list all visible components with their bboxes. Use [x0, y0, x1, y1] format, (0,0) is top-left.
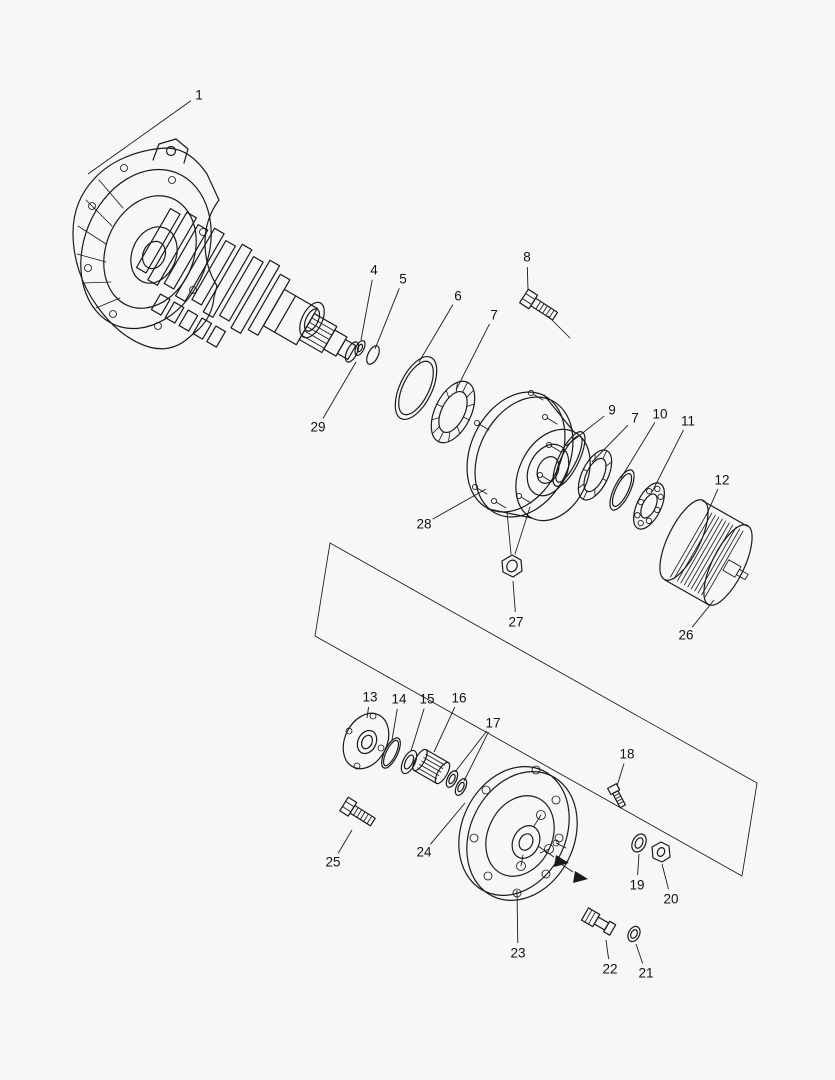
- hub-cover-23-24: [458, 765, 578, 901]
- callout-23: 23: [510, 946, 525, 961]
- spacer-ring-9: [552, 431, 586, 487]
- leader-line-24: [430, 802, 466, 845]
- callout-29: 29: [310, 420, 325, 435]
- wheel-hub-28: [466, 389, 591, 555]
- callout-17: 17: [485, 716, 500, 731]
- leader-line-16: [433, 706, 456, 753]
- leader-line-19: [637, 853, 640, 876]
- leader-line-14: [391, 708, 398, 741]
- leader-line-5: [374, 288, 400, 350]
- leader-line-28: [432, 488, 487, 520]
- callout-16: 16: [451, 691, 466, 706]
- callout-4: 4: [370, 263, 378, 278]
- leader-line-9: [565, 415, 605, 447]
- adapter-plate-13: [342, 712, 390, 770]
- callout-13: 13: [362, 690, 377, 705]
- callout-14: 14: [391, 692, 407, 707]
- callout-5: 5: [399, 272, 407, 287]
- leader-line-22: [605, 939, 610, 960]
- cover-bolt-holes: [469, 765, 564, 898]
- leader-line-21: [635, 943, 644, 964]
- o-ring-14: [381, 737, 401, 769]
- output-shaft: [262, 288, 357, 361]
- callout-24: 24: [416, 845, 432, 860]
- callout-1: 1: [195, 88, 203, 103]
- leader-line-1: [87, 100, 192, 175]
- splined-coupling-16: [412, 748, 451, 785]
- nut-20: [651, 841, 671, 863]
- leader-line-23: [516, 889, 519, 944]
- bushing-15: [400, 749, 418, 775]
- gear-rib-stack: [135, 207, 357, 361]
- leader-line-27: [512, 580, 516, 613]
- callout-7: 7: [490, 308, 498, 323]
- lock-nut-27: [501, 554, 523, 578]
- leader-line-8: [526, 266, 529, 291]
- callout-6: 6: [454, 289, 462, 304]
- washer-19: [631, 833, 647, 853]
- sealing-ring-6: [394, 356, 438, 420]
- callout-8: 8: [523, 250, 531, 265]
- ball-bearing-11: [633, 482, 665, 530]
- callout-7: 7: [631, 411, 639, 426]
- thrust-washer-4: [354, 339, 366, 357]
- leader-line-13: [366, 706, 370, 719]
- callout-10: 10: [652, 407, 667, 422]
- leader-line-17: [463, 731, 489, 782]
- leader-line-12: [705, 488, 719, 517]
- flange-bolt-holes: [84, 164, 207, 330]
- leader-line-7: [455, 323, 490, 391]
- callout-27: 27: [508, 615, 523, 630]
- leader-line-10: [620, 422, 656, 479]
- callout-22: 22: [602, 962, 617, 977]
- bearing-race-7: [577, 449, 613, 501]
- washer-21: [627, 925, 641, 943]
- mounting-panel: [314, 542, 758, 877]
- assembly-direction-arrows: [537, 845, 588, 883]
- callout-25: 25: [325, 855, 340, 870]
- roller-sleeve-12-26: [659, 499, 753, 606]
- leader-line-15: [410, 708, 425, 752]
- snap-ring-5: [366, 345, 380, 365]
- callout-28: 28: [416, 517, 431, 532]
- leader-line-20: [661, 863, 669, 890]
- leader-line-29: [322, 361, 357, 419]
- bearing-cone-7: [430, 380, 476, 444]
- leader-line-6: [418, 304, 454, 363]
- callout-12: 12: [714, 473, 729, 488]
- hub-studs: [471, 389, 562, 509]
- callout-11: 11: [681, 414, 695, 429]
- keyhole-slots: [516, 810, 554, 871]
- leader-line-18: [616, 763, 625, 787]
- leader-line-11: [651, 429, 684, 493]
- housing-ribs: [76, 179, 124, 309]
- leader-line-7: [591, 424, 629, 463]
- leader-line-4: [360, 279, 373, 341]
- callout-9: 9: [608, 403, 616, 418]
- leader-line-17: [454, 730, 488, 773]
- callout-20: 20: [663, 892, 678, 907]
- shaft-flange: [299, 301, 360, 363]
- bolt-25: [339, 796, 376, 827]
- callout-18: 18: [619, 747, 634, 762]
- callout-26: 26: [678, 628, 693, 643]
- callout-15: 15: [419, 692, 434, 707]
- leader-line-26: [691, 599, 715, 628]
- hub-bolt-8: [519, 288, 571, 339]
- transmission-housing: [72, 138, 220, 350]
- fitting-22: [580, 907, 617, 936]
- screw-18: [606, 783, 627, 809]
- stud-alignment-lines: [506, 506, 531, 555]
- leader-line-25: [337, 829, 353, 854]
- snap-ring-10: [609, 469, 635, 511]
- callout-19: 19: [629, 878, 644, 893]
- callout-21: 21: [638, 966, 653, 981]
